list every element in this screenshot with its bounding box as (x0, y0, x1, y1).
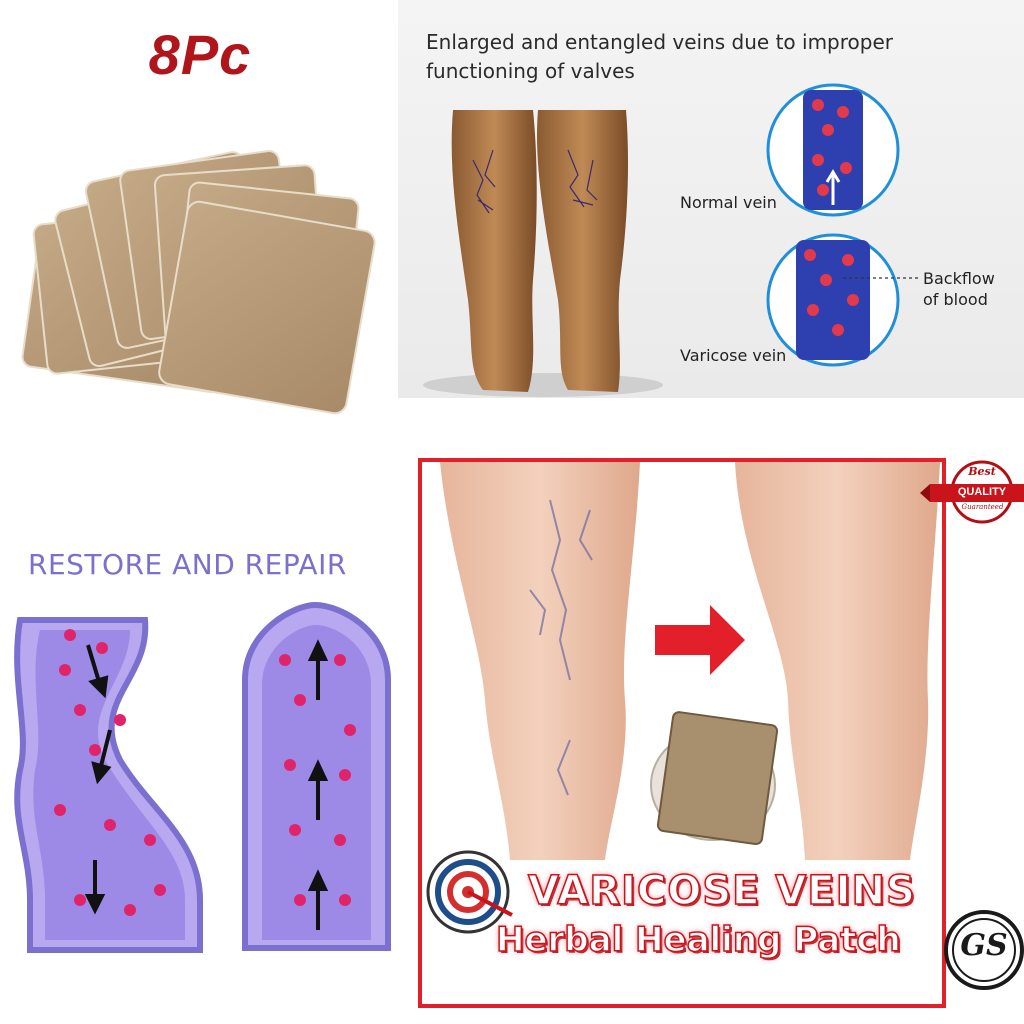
vein-diagram-panel: Enlarged and entangled veins due to impr… (398, 0, 1024, 398)
patch-pack-panel: 8Pc (0, 0, 400, 420)
legs-vein-illustration (423, 83, 918, 397)
dartboard-icon (426, 850, 513, 934)
up-arrow-icons (307, 639, 329, 930)
vein-valve-illustration (14, 601, 391, 953)
badge-guaranteed: Guaranteed (961, 503, 1004, 511)
patch-count-label: 8Pc (148, 23, 252, 86)
promo-headline: VARICOSE VEINS (527, 867, 916, 915)
varicose-vein-tube (796, 240, 870, 360)
normal-vein-cells (812, 99, 852, 196)
normal-vein-label: Normal vein (680, 193, 777, 212)
up-arrow-icon (825, 169, 841, 205)
down-arrow-icons (84, 644, 112, 915)
after-leg (735, 462, 940, 860)
promo-panel: Best QUALITY Guaranteed VARICOSE VEINS H… (410, 440, 1024, 1024)
restore-repair-panel: RESTORE AND REPAIR (0, 430, 410, 1024)
quality-badge-icon (920, 460, 1024, 524)
vein-diagram-title: Enlarged and entangled veins due to impr… (426, 30, 893, 83)
varicose-vein-cells (804, 249, 859, 336)
badge-best: Best (968, 465, 996, 478)
right-leg (537, 110, 628, 392)
legs-before-after-illustration (426, 460, 1024, 990)
arrow-right-icon (655, 605, 745, 675)
patch-stack-illustration (21, 149, 376, 415)
healthy-vein-cells (279, 654, 356, 906)
before-leg-veins (529, 499, 593, 796)
restore-repair-title: RESTORE AND REPAIR (28, 548, 347, 581)
banner-frame (418, 458, 946, 1008)
backflow-label: Backflow of blood (923, 269, 995, 309)
before-leg (440, 462, 640, 860)
left-leg (451, 110, 537, 392)
patch-8 (158, 200, 376, 415)
promo-subheadline: Herbal Healing Patch (495, 919, 901, 961)
varicose-vein-label: Varicose vein (680, 346, 787, 365)
gs-logo (944, 910, 1024, 990)
damaged-vein-cells (54, 629, 166, 916)
herbal-patch (656, 711, 779, 846)
badge-quality: QUALITY (957, 486, 1007, 498)
damaged-vein-interior (33, 630, 185, 940)
shadow (423, 373, 663, 397)
normal-vein-tube (803, 90, 863, 210)
gs-logo-text: GS (960, 928, 1008, 963)
visible-veins (472, 149, 598, 214)
